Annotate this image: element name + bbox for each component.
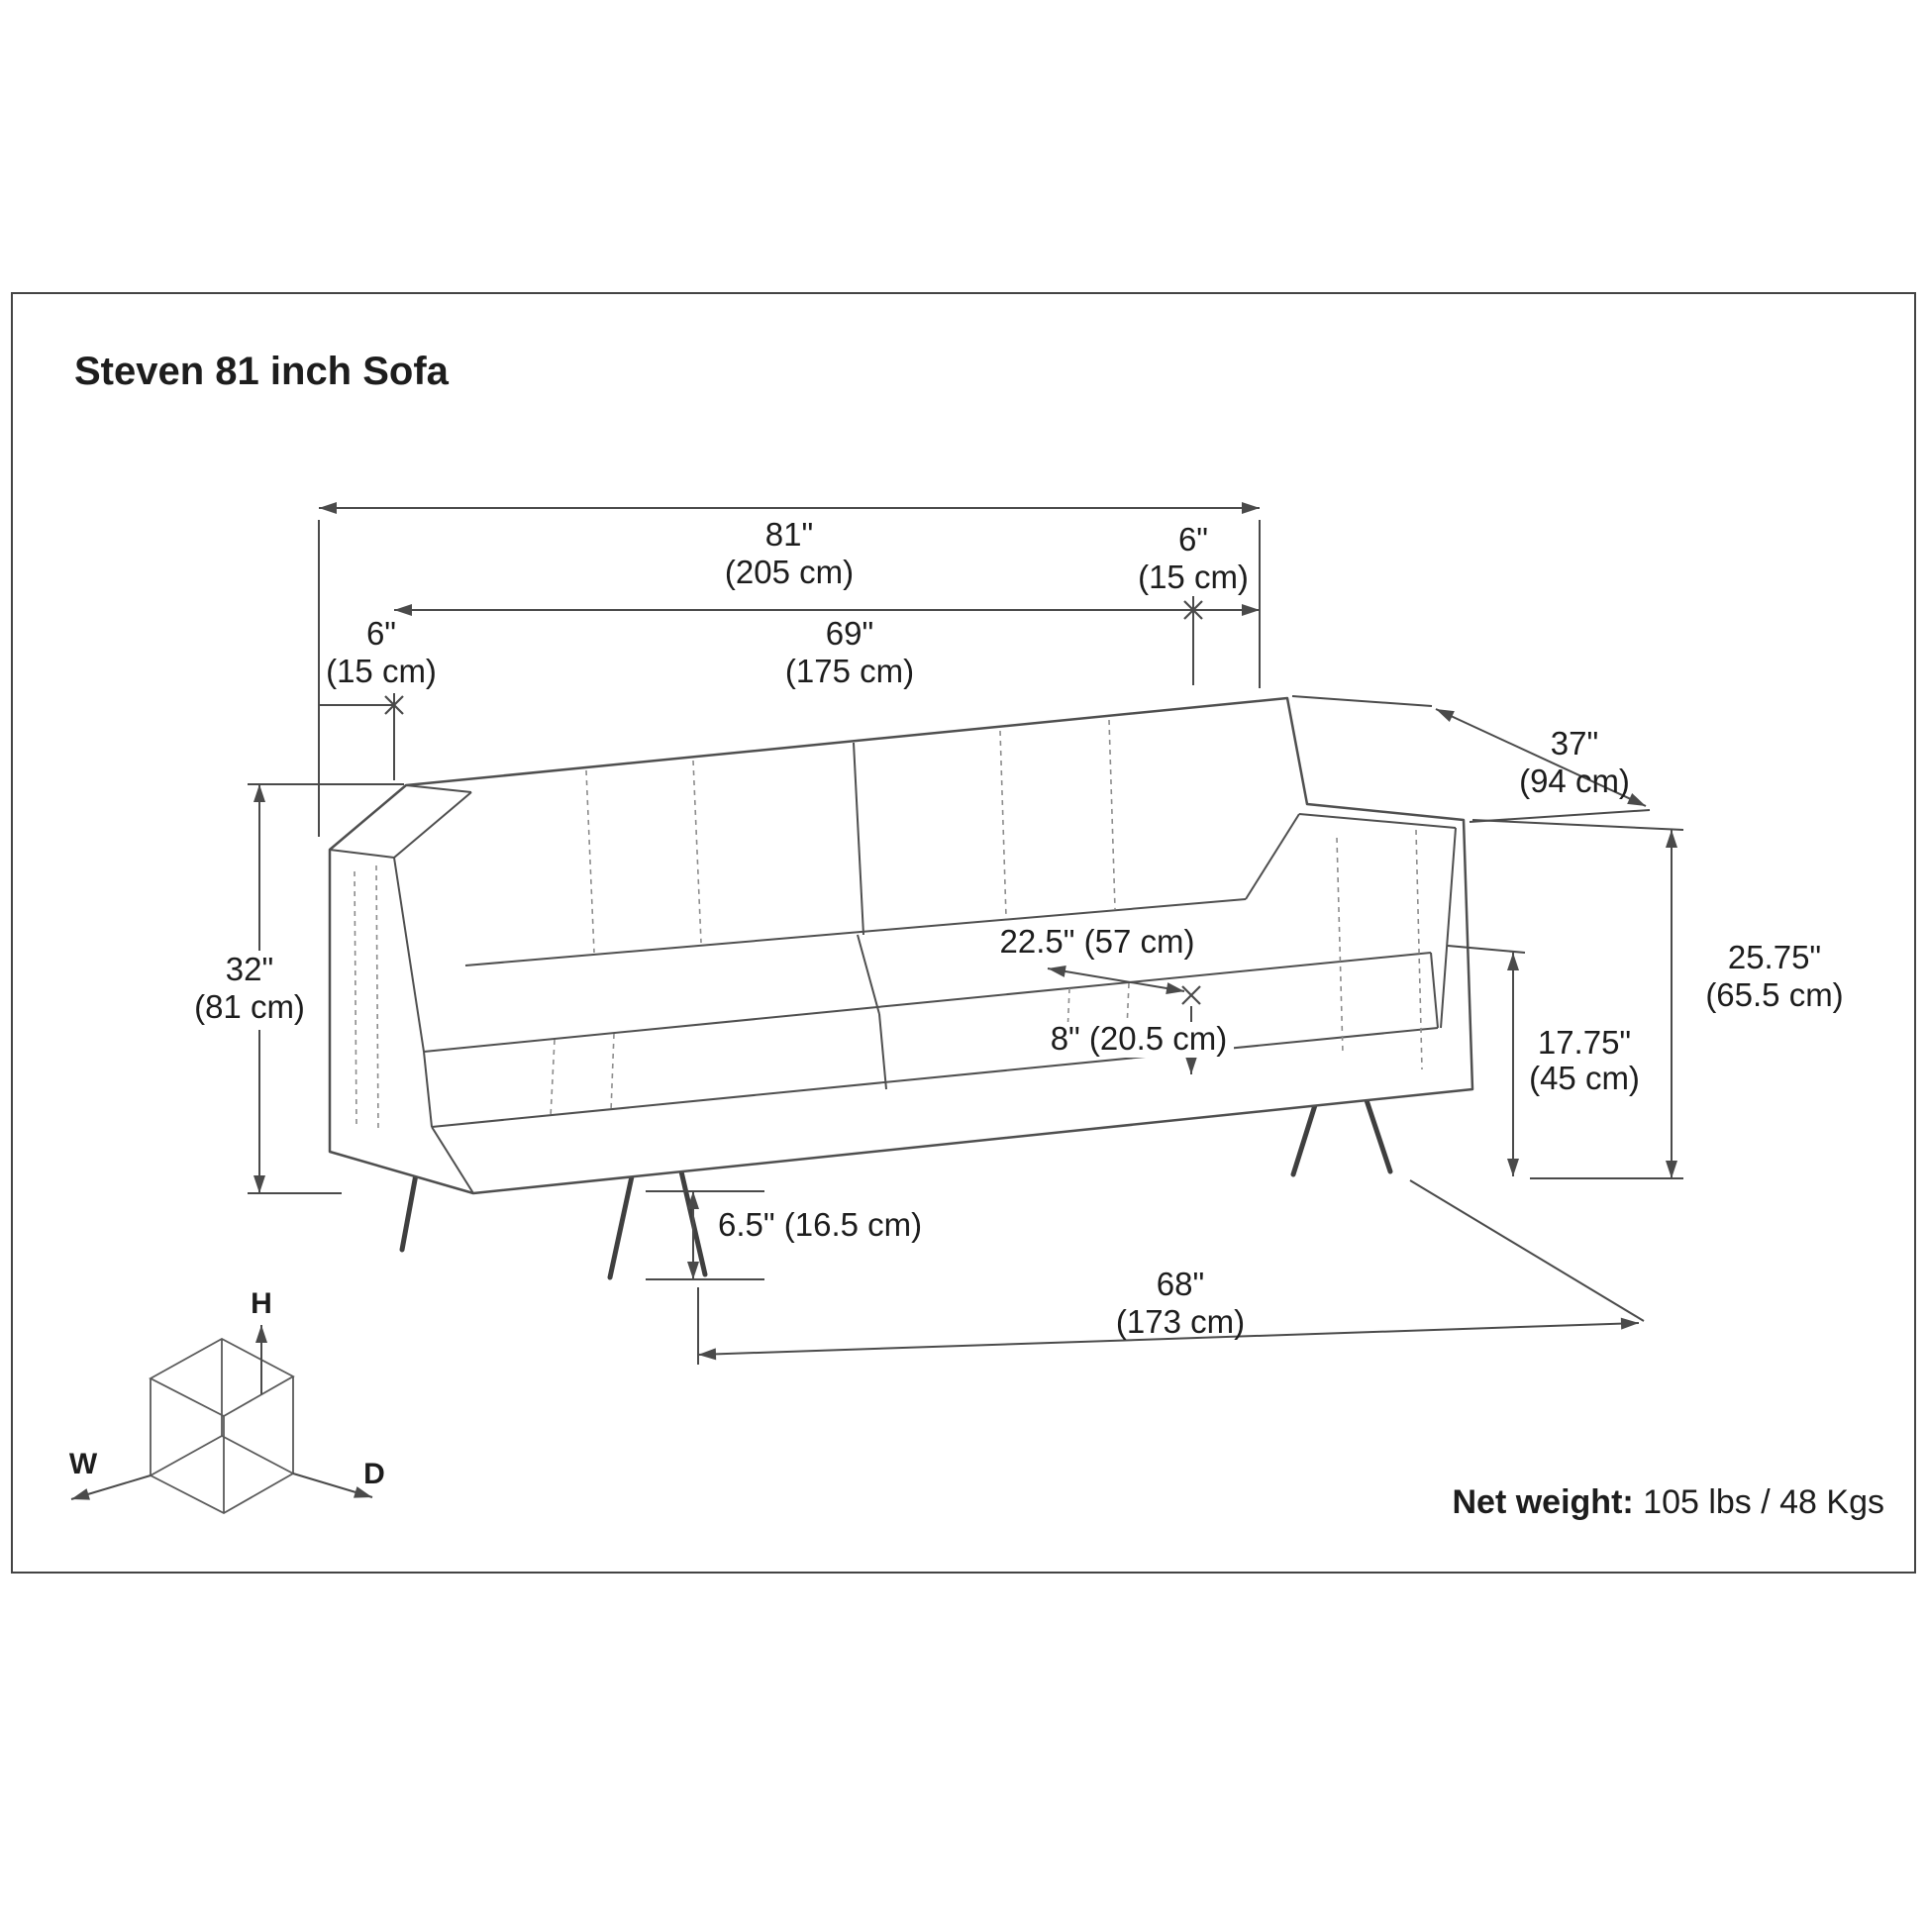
seat-depth-label: 22.5" (57 cm)	[1000, 923, 1195, 960]
arm-height-in-label: 25.75"	[1728, 939, 1821, 975]
page-title: Steven 81 inch Sofa	[74, 350, 450, 393]
label-backdrop	[998, 925, 1196, 961]
dimension-seat-height: 17.75" (45 cm)	[1447, 945, 1640, 1176]
depth-cm-label: (94 cm)	[1519, 763, 1630, 799]
right-arm-in-label: 6"	[1178, 521, 1208, 558]
overall-height-in-label: 32"	[226, 951, 273, 987]
dimension-overall-height: 32" (81 cm)	[194, 783, 404, 1194]
dimension-base-width: 68" (173 cm)	[697, 1179, 1645, 1365]
height-axis-label: H	[251, 1287, 272, 1320]
page-frame	[11, 292, 1916, 1574]
overall-width-cm-label: (205 cm)	[725, 554, 854, 590]
inner-width-in-label: 69"	[826, 615, 873, 652]
dimension-right-arm-width: 6" (15 cm)	[1138, 521, 1249, 685]
inner-width-cm-label: (175 cm)	[785, 653, 914, 689]
dimension-depth: 37" (94 cm)	[1291, 695, 1651, 823]
left-arm-cm-label: (15 cm)	[326, 653, 437, 689]
depth-axis-arrow	[292, 1473, 373, 1498]
leg-height-label: 6.5" (16.5 cm)	[718, 1206, 922, 1243]
net-weight: Net weight: 105 lbs / 48 Kgs	[1453, 1483, 1885, 1521]
x-marker-left-arm	[384, 695, 404, 715]
base-width-in-label: 68"	[1157, 1266, 1204, 1302]
overall-width-in-label: 81"	[765, 516, 813, 553]
seat-cushion-height-label: 8" (20.5 cm)	[1051, 1020, 1228, 1057]
arm-height-cm-label: (65.5 cm)	[1705, 976, 1843, 1013]
dimension-seat-depth: 22.5" (57 cm)	[998, 923, 1201, 1005]
sofa-stitch-seams	[354, 719, 1423, 1132]
dimension-arm-height: 25.75" (65.5 cm)	[1471, 819, 1844, 1179]
dimension-leg-height: 6.5" (16.5 cm)	[646, 1190, 922, 1280]
depth-axis-label: D	[363, 1458, 385, 1490]
depth-in-label: 37"	[1551, 725, 1598, 762]
dimension-inner-width: 69" (175 cm)	[393, 604, 1260, 780]
sofa-outline	[328, 696, 1474, 1195]
width-axis-label: W	[69, 1448, 98, 1480]
net-weight-label: Net weight:	[1453, 1483, 1634, 1521]
dimension-seat-cushion-height: 8" (20.5 cm)	[1046, 1006, 1234, 1074]
sofa-drawing	[328, 696, 1474, 1280]
x-marker-seat	[1181, 985, 1201, 1005]
seat-height-cm-label: (45 cm)	[1529, 1060, 1640, 1096]
width-axis-arrow	[70, 1474, 152, 1500]
right-arm-cm-label: (15 cm)	[1138, 559, 1249, 595]
base-width-cm-label: (173 cm)	[1116, 1303, 1245, 1340]
label-backdrop	[200, 951, 301, 1030]
axis-cube: H W D	[69, 1287, 385, 1515]
dimension-left-arm-width: 6" (15 cm)	[319, 615, 437, 715]
left-arm-in-label: 6"	[366, 615, 396, 652]
label-backdrop	[1046, 1022, 1234, 1058]
seat-height-in-label: 17.75"	[1538, 1024, 1631, 1061]
net-weight-value: 105 lbs / 48 Kgs	[1634, 1483, 1884, 1521]
overall-height-cm-label: (81 cm)	[194, 988, 305, 1025]
sofa-detail-lines	[329, 742, 1457, 1194]
